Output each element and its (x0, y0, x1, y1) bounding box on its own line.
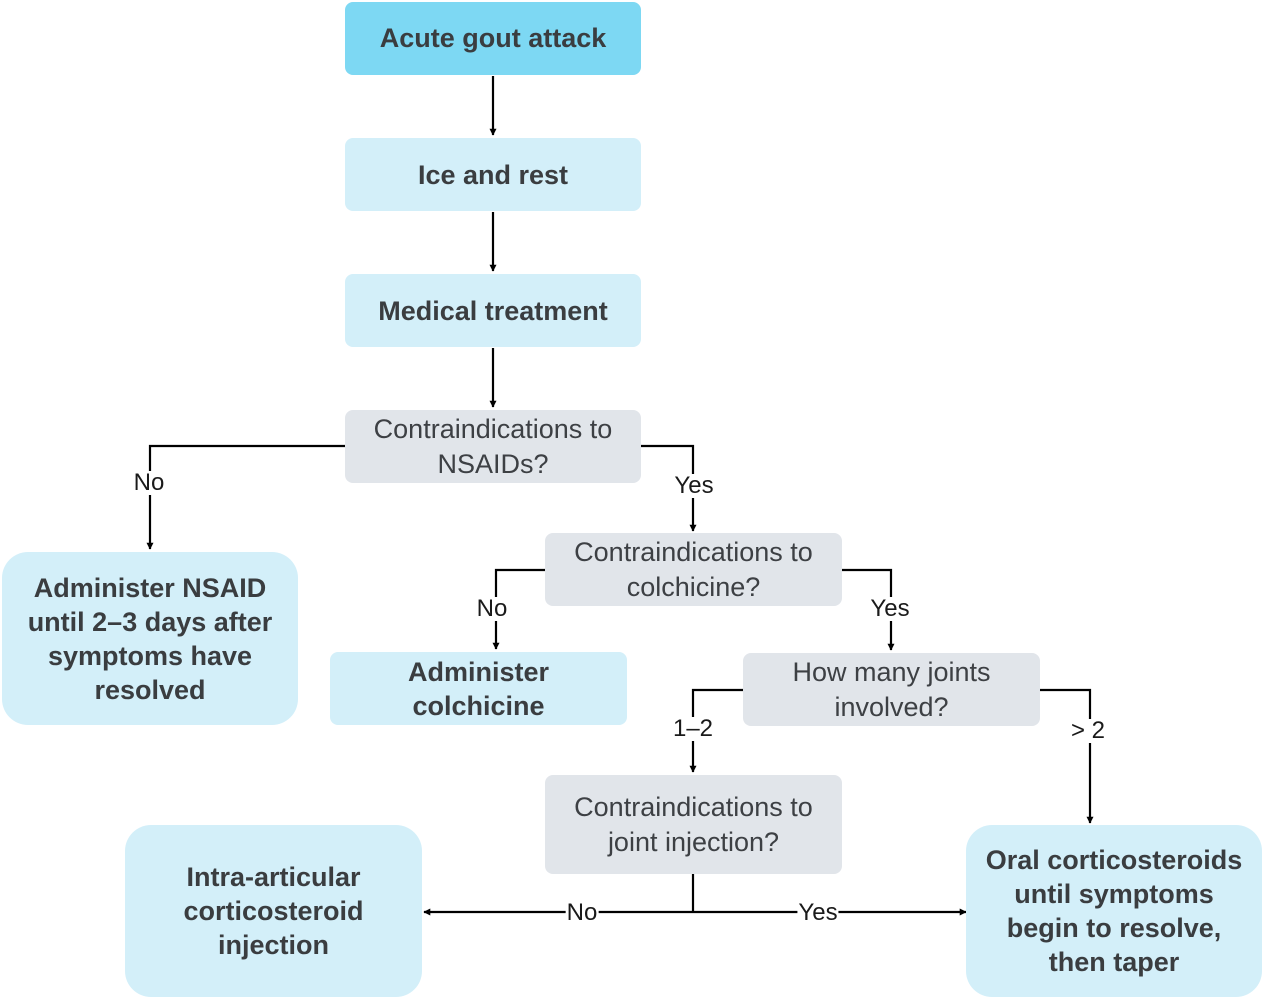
node-label-line: Contraindications to (373, 413, 613, 444)
node-label: Medical treatment (378, 295, 608, 326)
arrow-joints-many (1040, 688, 1094, 824)
node-label-line: until symptoms (1014, 879, 1214, 909)
arrow-nsaid-no (146, 444, 345, 550)
node-label-line: then taper (1048, 947, 1180, 977)
node-label-line: corticosteroid (183, 896, 364, 926)
decision-colchicine-contraindications: Contraindications to colchicine? (545, 533, 842, 606)
node-label-line: colchicine (412, 690, 545, 721)
arrow-joints-few (689, 688, 743, 773)
node-intra-articular-injection: Intra-articular corticosteroid injection (125, 825, 422, 997)
edge-label-joints-many: > 2 (1069, 717, 1107, 744)
node-label-line: symptoms have (47, 640, 253, 671)
edge-label-colch-yes: Yes (869, 595, 911, 622)
node-label-line: begin to resolve, (1006, 913, 1222, 943)
node-label-line: Contraindications to (574, 791, 813, 822)
node-label-line: Administer NSAID (33, 572, 267, 603)
node-label-line: colchicine? (626, 571, 761, 602)
node-label-line: resolved (94, 674, 206, 705)
node-acute-gout-attack: Acute gout attack (345, 2, 641, 75)
edge-label-inj-no: No (565, 899, 599, 926)
node-medical-treatment: Medical treatment (345, 274, 641, 347)
node-label-line: How many joints (792, 656, 991, 687)
arrow-colch-yes (842, 568, 895, 651)
node-administer-colchicine: Administer colchicine (330, 652, 627, 725)
node-label-line: until 2–3 days after (27, 606, 273, 637)
node-label-line: Oral corticosteroids (985, 845, 1243, 875)
edge-label-colch-no: No (475, 595, 509, 622)
arrow-colch-no (492, 568, 545, 650)
node-label-line: NSAIDs? (437, 448, 549, 479)
node-ice-and-rest: Ice and rest (345, 138, 641, 211)
node-oral-corticosteroids: Oral corticosteroids until symptoms begi… (966, 825, 1262, 997)
node-label: Acute gout attack (379, 23, 607, 53)
node-administer-nsaid: Administer NSAID until 2–3 days after sy… (2, 552, 298, 725)
decision-nsaid-contraindications: Contraindications to NSAIDs? (345, 410, 641, 483)
node-label-line: Intra-articular (186, 862, 361, 892)
node-label-line: involved? (834, 691, 949, 722)
decision-joints-involved: How many joints involved? (743, 653, 1040, 726)
decision-joint-injection-contraindications: Contraindications to joint injection? (545, 775, 842, 874)
node-label-line: Administer (407, 656, 550, 687)
edge-label-inj-yes: Yes (797, 899, 839, 926)
edge-label-joints-few: 1–2 (671, 715, 715, 742)
edge-label-nsaid-yes: Yes (673, 472, 715, 499)
edge-label-nsaid-no: No (132, 469, 166, 496)
node-label-line: Contraindications to (574, 536, 813, 567)
node-label-line: injection (217, 930, 329, 960)
node-label-line: joint injection? (607, 826, 780, 857)
node-label: Ice and rest (417, 159, 569, 190)
arrow-nsaid-yes (641, 444, 697, 532)
